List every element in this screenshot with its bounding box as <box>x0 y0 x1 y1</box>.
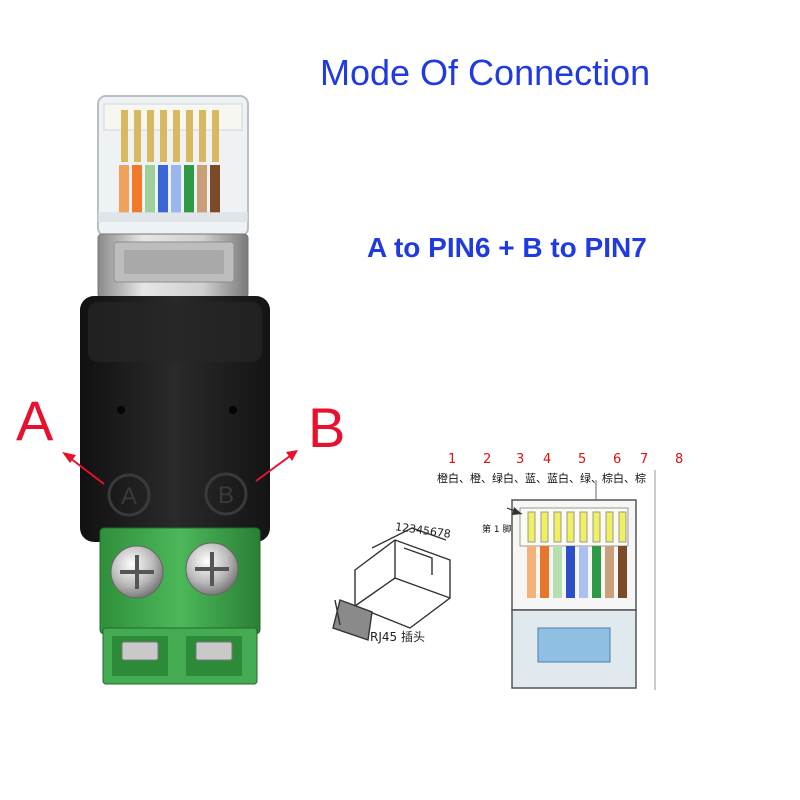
label-a: A <box>16 389 54 452</box>
pin1-label: 第 1 脚 <box>482 525 512 535</box>
arrow-b <box>255 450 298 482</box>
pin-color-list: 橙白、橙、绿白、蓝、蓝白、绿、棕白、棕 <box>437 472 646 485</box>
pin-number: 8 <box>675 452 684 467</box>
page-title: Mode Of Connection <box>320 52 651 93</box>
pin-contacts <box>527 511 627 543</box>
terminal-a-circle <box>107 473 151 517</box>
pin-number: 6 <box>613 452 622 467</box>
pin-number: 1 <box>448 452 457 467</box>
visible-wires <box>119 165 220 213</box>
terminal-b-marking: B <box>218 482 234 509</box>
gold-contacts <box>121 110 219 162</box>
rj45-plug <box>97 95 249 237</box>
connection-instruction: A to PIN6 + B to PIN7 <box>367 232 647 263</box>
adapter-body: A B <box>80 296 270 542</box>
pin-number: 2 <box>483 452 492 467</box>
terminal-a-marking: A <box>121 483 137 510</box>
pin-wires <box>527 546 627 598</box>
pin-number: 4 <box>543 452 552 467</box>
label-b: B <box>308 396 346 459</box>
body-hole-right <box>229 406 237 414</box>
plug-label: RJ45 插头 <box>370 630 425 644</box>
pin-number: 3 <box>516 452 525 467</box>
metal-shield <box>97 233 249 299</box>
pin-number: 5 <box>578 452 587 467</box>
screw-terminal <box>99 527 261 685</box>
terminal-b-circle <box>204 472 248 516</box>
pinout-diagram <box>506 470 656 690</box>
pin-number: 7 <box>640 452 649 467</box>
rj45-sketch <box>332 527 451 641</box>
body-hole-left <box>117 406 125 414</box>
arrow-a <box>62 452 105 485</box>
